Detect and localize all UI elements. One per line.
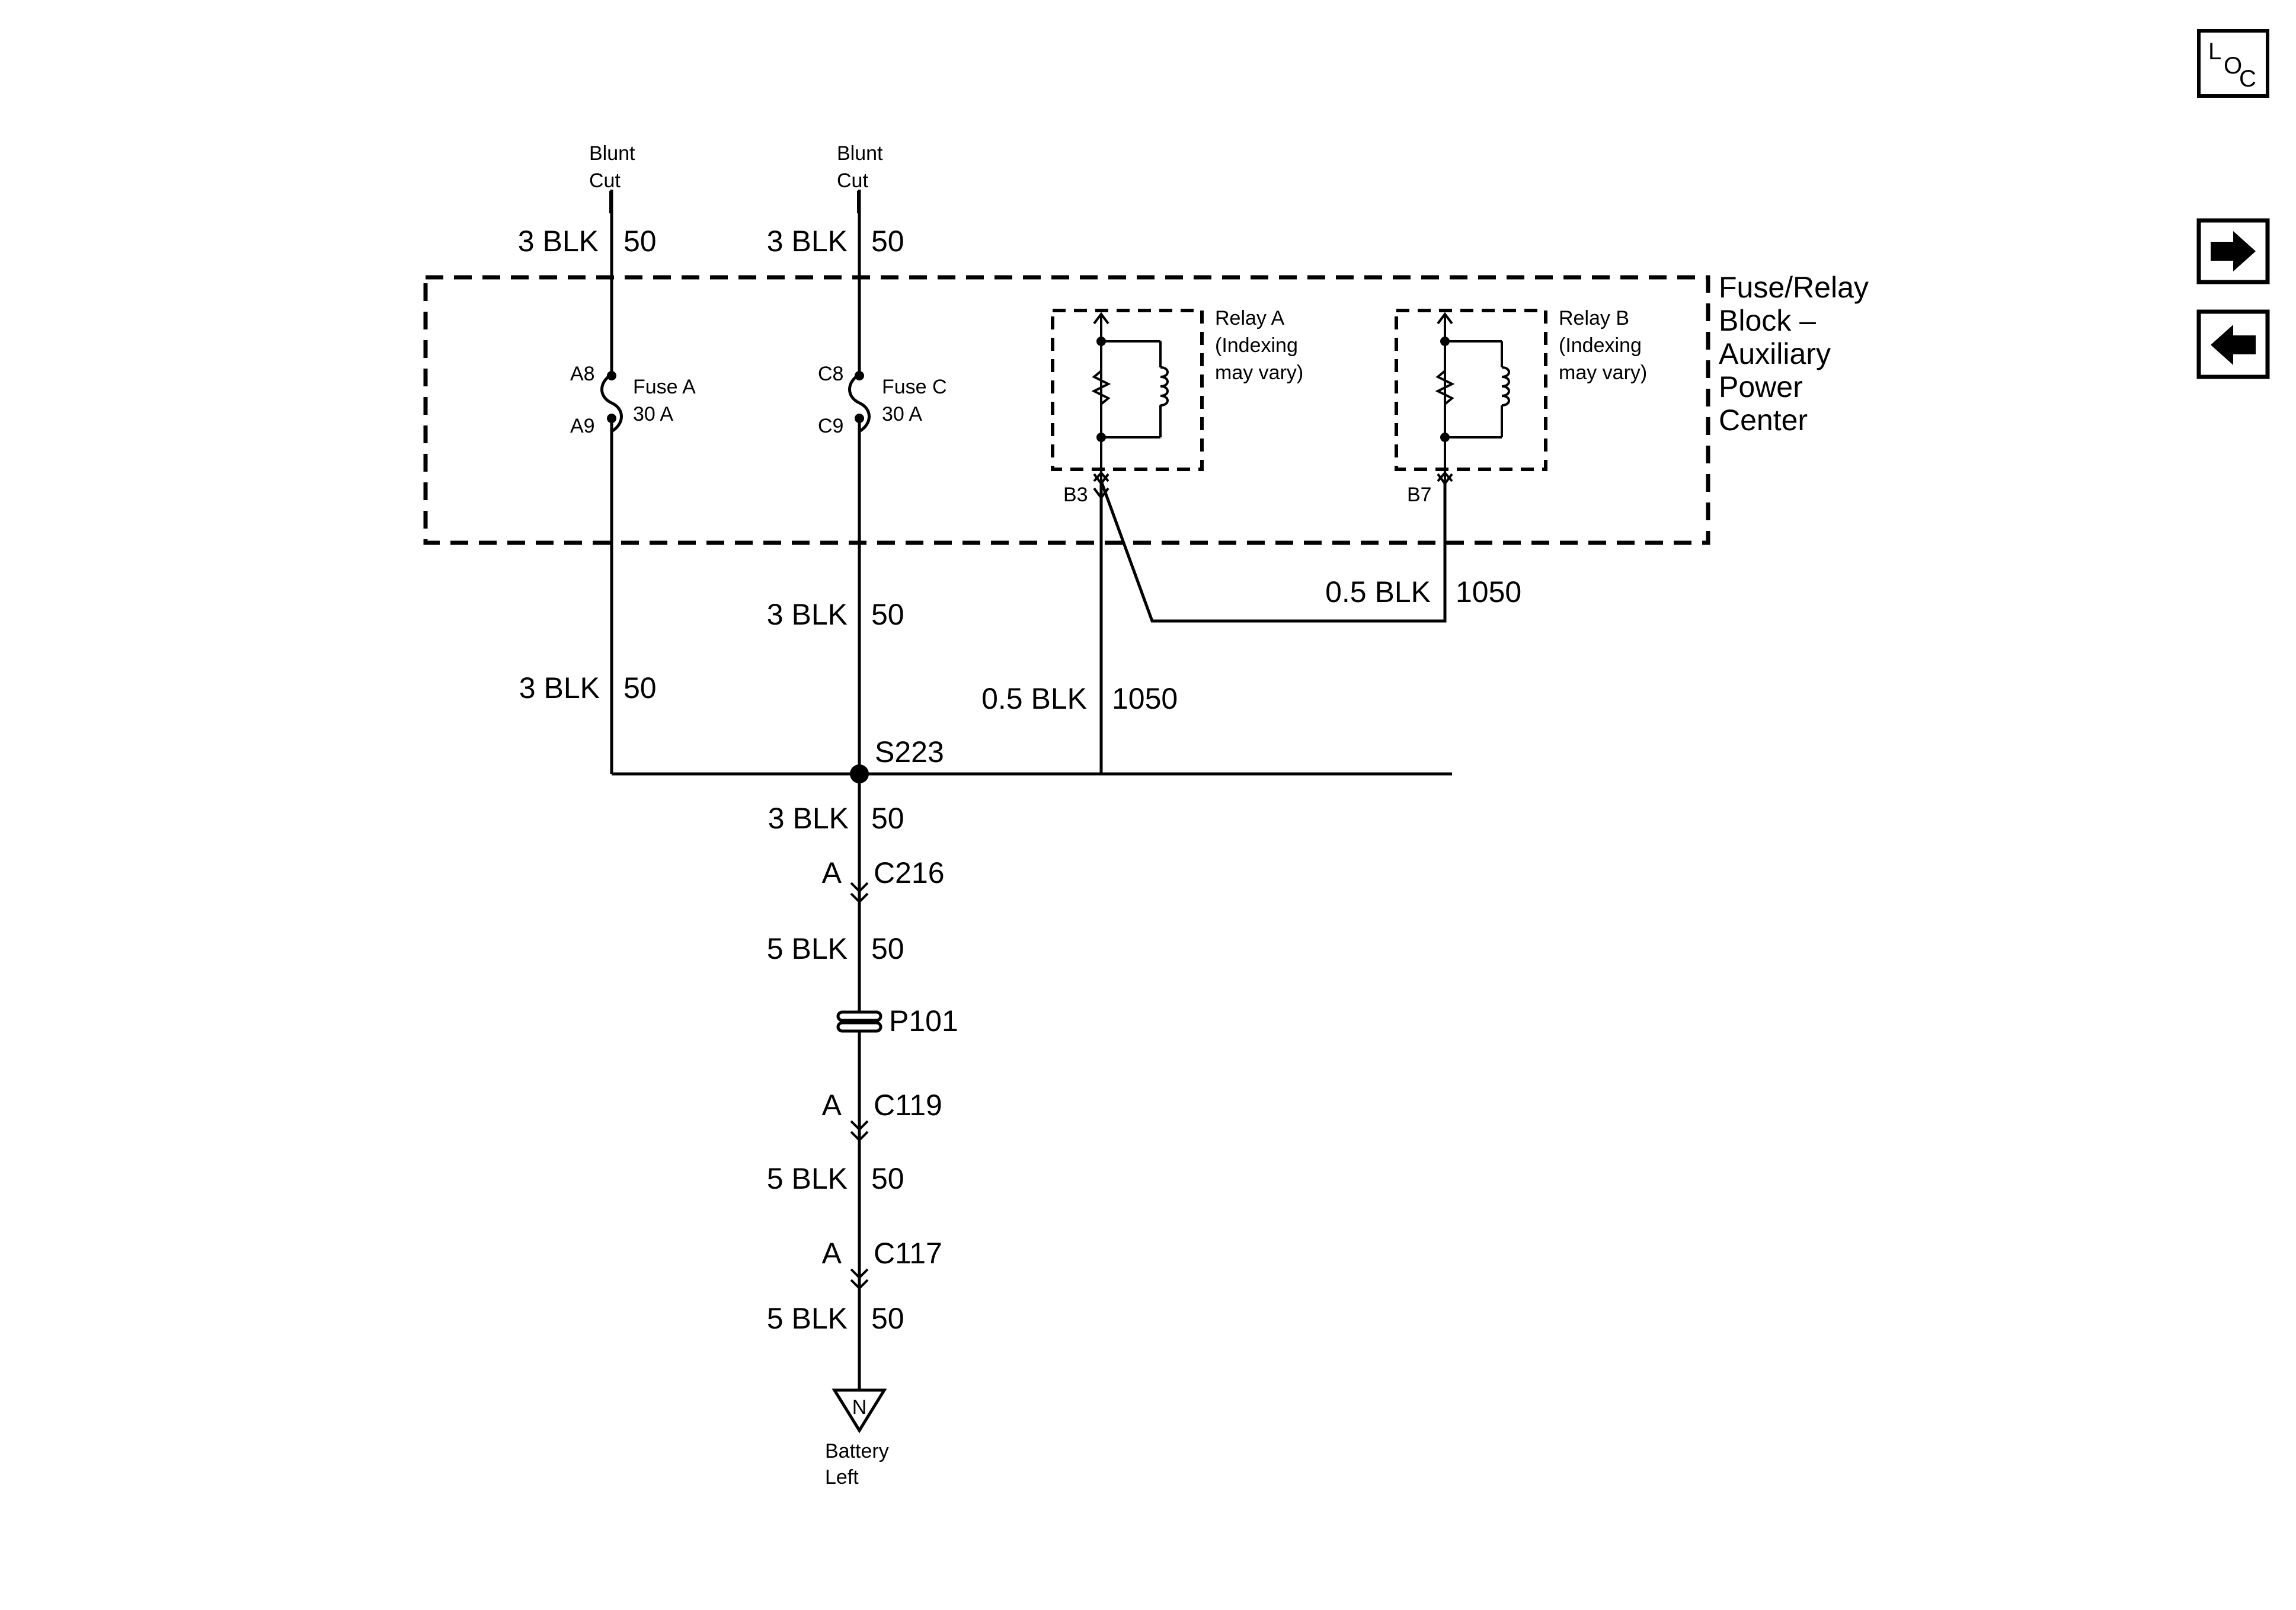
wire-fuse-a-branch	[600, 190, 623, 774]
right-arrow-icon	[2211, 231, 2256, 271]
connector-id: C216	[874, 856, 945, 889]
svg-text:Center: Center	[1719, 404, 1808, 437]
svg-text:Relay A: Relay A	[1215, 307, 1284, 329]
fuse-c-name: Fuse C	[882, 376, 947, 398]
splice-label: S223	[875, 735, 944, 769]
connector-c117	[850, 1268, 869, 1290]
connector-c119	[850, 1120, 869, 1142]
wire-gauge-label: 3 BLK	[767, 225, 848, 258]
wire-gauge-label: 0.5 BLK	[981, 682, 1087, 715]
svg-text:Cut: Cut	[837, 169, 868, 192]
connector-id: C117	[874, 1237, 942, 1270]
wire-circuit-label: 50	[871, 1302, 904, 1335]
blunt-cut-label-1: Blunt Cut	[589, 142, 635, 192]
wire-gauge-label: 3 BLK	[767, 598, 848, 631]
previous-page-button[interactable]	[2196, 309, 2270, 379]
loc-button[interactable]: L O C	[2197, 29, 2269, 98]
wire-circuit-label: 50	[871, 598, 904, 631]
fuse-relay-block-label: Fuse/Relay Block – Auxiliary Power Cente…	[1719, 271, 1869, 437]
fuse-a-rating: 30 A	[633, 403, 673, 425]
svg-text:Fuse/Relay: Fuse/Relay	[1719, 271, 1869, 304]
svg-text:may vary): may vary)	[1215, 361, 1303, 384]
relay-a	[1051, 309, 1204, 500]
relay-b-pin: B7	[1407, 484, 1432, 506]
wire-circuit-label: 50	[871, 932, 904, 965]
svg-text:may vary): may vary)	[1559, 361, 1647, 384]
wire-gauge-label: 5 BLK	[767, 1162, 848, 1195]
connector-cavity: A	[822, 1237, 842, 1270]
wire-circuit-label: 1050	[1112, 682, 1178, 715]
wire-circuit-label: 50	[871, 802, 904, 835]
wire-circuit-label: 50	[623, 671, 657, 705]
loc-label-c: C	[2239, 66, 2256, 92]
wire-circuit-label: 50	[623, 225, 657, 258]
loc-label-o: O	[2224, 53, 2242, 79]
wire-relay-circuit-1050	[1099, 481, 1447, 774]
svg-text:Left: Left	[825, 1466, 859, 1489]
ground-location-label: Battery Left	[825, 1440, 889, 1489]
connector-c216	[850, 882, 869, 904]
wire-circuit-label: 50	[871, 1162, 904, 1195]
wire-gauge-label: 5 BLK	[767, 1302, 848, 1335]
relay-a-pin: B3	[1063, 484, 1088, 506]
connector-cavity: A	[822, 1089, 842, 1122]
wire-gauge-label: 3 BLK	[768, 802, 849, 835]
svg-text:Blunt: Blunt	[837, 142, 883, 165]
svg-text:Cut: Cut	[589, 169, 621, 192]
next-page-button[interactable]	[2196, 218, 2270, 284]
svg-text:Relay B: Relay B	[1559, 307, 1629, 329]
wire-circuit-label: 1050	[1456, 575, 1521, 609]
fuse-c-pin-in: C8	[818, 363, 843, 385]
ground-symbol-letter: N	[852, 1396, 867, 1419]
loc-label-l: L	[2208, 39, 2221, 65]
connector-cavity: A	[822, 856, 842, 889]
ground-symbol: N	[832, 1388, 887, 1433]
svg-text:Battery: Battery	[825, 1440, 889, 1462]
pass-through-label: P101	[889, 1004, 958, 1038]
wire-circuit-label: 50	[871, 225, 904, 258]
fuse-c-pin-out: C9	[818, 415, 843, 437]
relay-b-label: Relay B (Indexing may vary)	[1559, 307, 1647, 384]
wire-gauge-label: 5 BLK	[767, 932, 848, 965]
svg-text:Blunt: Blunt	[589, 142, 635, 165]
wire-ground-trunk	[858, 772, 1452, 1391]
pass-through-p101	[836, 1010, 882, 1033]
left-arrow-icon	[2211, 325, 2256, 365]
fuse-a-name: Fuse A	[633, 376, 696, 398]
wire-gauge-label: 0.5 BLK	[1325, 575, 1431, 609]
relay-a-label: Relay A (Indexing may vary)	[1215, 307, 1303, 384]
blunt-cut-label-2: Blunt Cut	[837, 142, 883, 192]
fuse-c-rating: 30 A	[882, 403, 922, 425]
svg-text:(Indexing: (Indexing	[1559, 334, 1642, 357]
relay-b	[1395, 309, 1547, 492]
svg-text:Auxiliary: Auxiliary	[1719, 337, 1831, 370]
svg-text:(Indexing: (Indexing	[1215, 334, 1298, 357]
fuse-a-pin-in: A8	[570, 363, 595, 385]
wire-gauge-label: 3 BLK	[518, 225, 599, 258]
svg-text:Power: Power	[1719, 370, 1803, 404]
wire-gauge-label: 3 BLK	[519, 671, 600, 705]
svg-text:Block –: Block –	[1719, 304, 1816, 337]
fuse-relay-block-outline	[423, 275, 1710, 545]
fuse-a-pin-out: A9	[570, 415, 595, 437]
connector-id: C119	[874, 1089, 942, 1122]
